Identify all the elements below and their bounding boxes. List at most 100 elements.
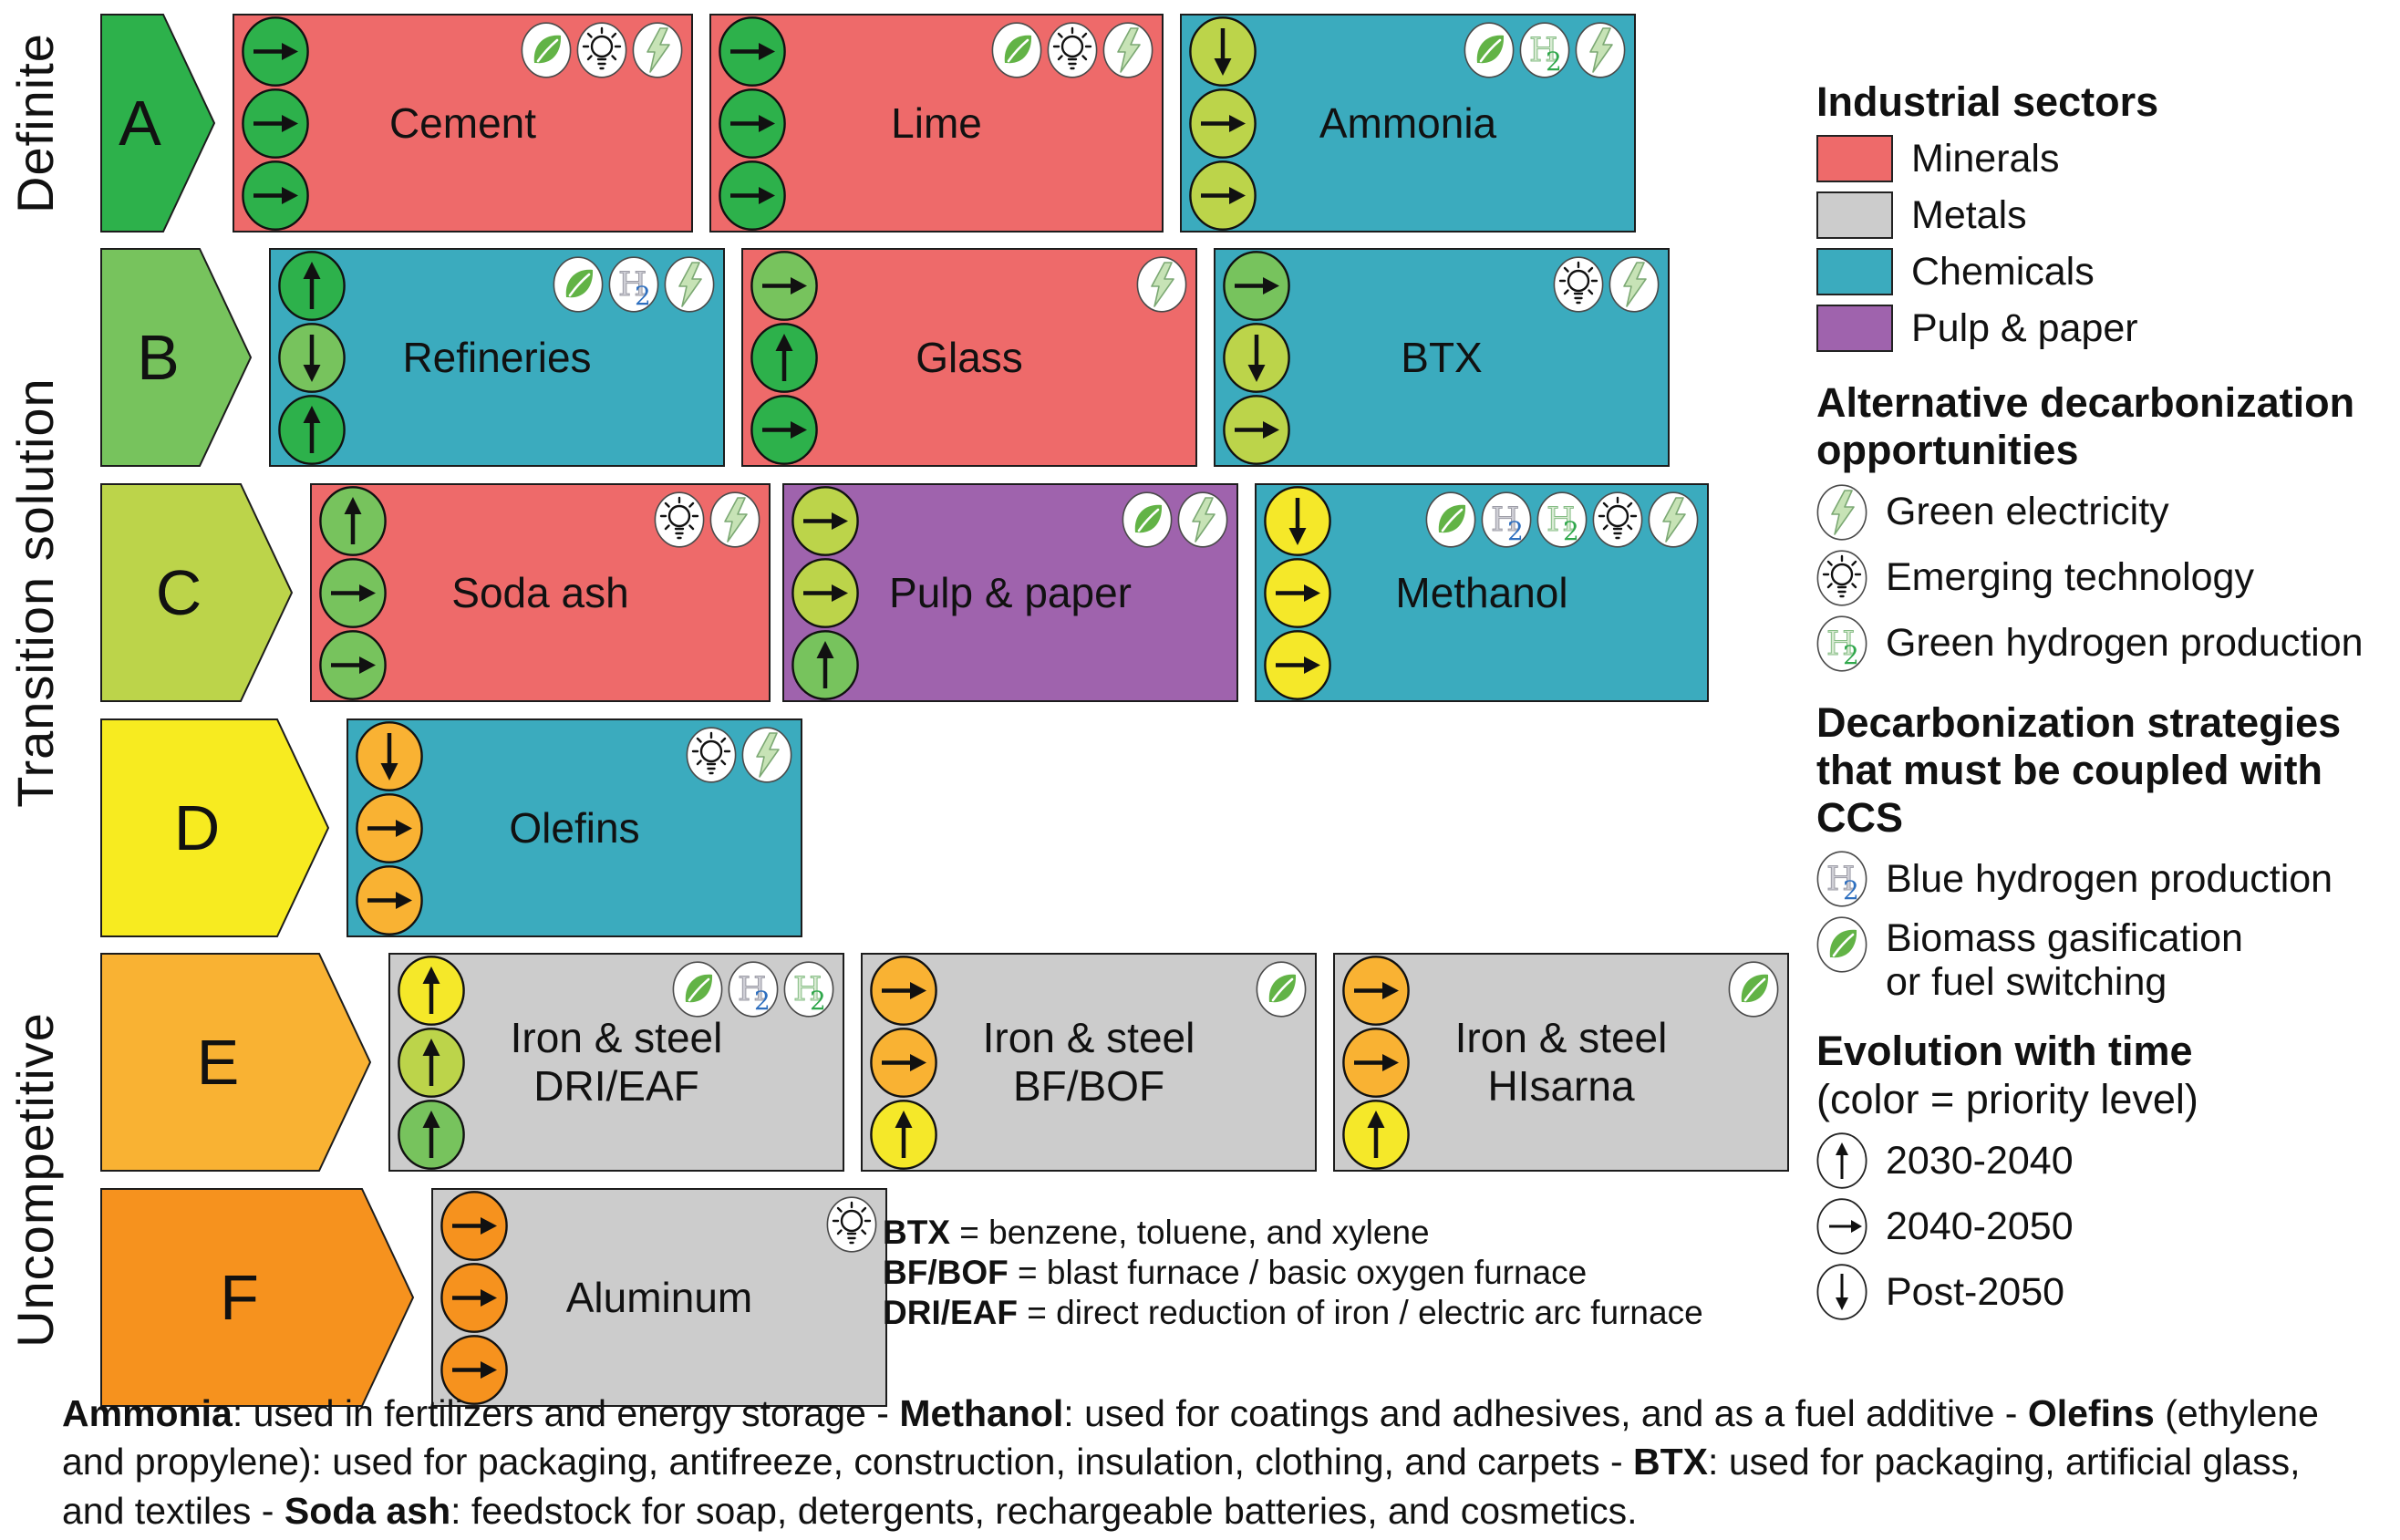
box-label-line: Aluminum <box>565 1273 753 1321</box>
footnote-text: : used for coatings and adhesives, and a… <box>1063 1392 2028 1434</box>
leaf-icon <box>672 961 723 1018</box>
svg-text:2: 2 <box>1843 640 1859 670</box>
definition-line: DRI/EAF = direct reduction of iron / ele… <box>883 1294 1703 1332</box>
opportunity-icons <box>826 1196 877 1253</box>
legend-alt-title: Alternative decarbonization opportunitie… <box>1816 379 2400 474</box>
evolution-arrow-right-icon <box>870 956 937 1026</box>
priority-circles <box>278 251 346 465</box>
legend-ccs-title: Decarbonization strategies that must be … <box>1816 699 2400 842</box>
box-label-line: HIsarna <box>1487 1062 1635 1110</box>
legend-sector-metals: Metals <box>1816 191 2400 240</box>
box-label-line: DRI/EAF <box>533 1062 699 1110</box>
evolution-arrow-right-icon <box>242 160 309 231</box>
legend-time-subtitle: (color = priority level) <box>1816 1075 2198 1122</box>
definition-line: BF/BOF = blast furnace / basic oxygen fu… <box>883 1254 1588 1292</box>
leaf-icon <box>1464 22 1515 78</box>
bolt-icon <box>664 256 715 313</box>
sector-color-swatch <box>1816 191 1893 240</box>
box-label-line: Lime <box>891 98 982 147</box>
evolution-arrow-right-icon <box>1189 160 1257 231</box>
legend-item-2040-2050: 2040-2050 <box>1816 1198 2400 1255</box>
row-letter-f: F <box>220 1262 259 1333</box>
evolution-arrow-up-icon <box>398 1100 465 1170</box>
bolt-icon <box>1575 22 1626 78</box>
box-label-pulp-paper: Pulp & paper <box>784 485 1236 700</box>
evolution-arrow-right-icon <box>242 88 309 159</box>
evolution-arrow-right-icon <box>791 486 859 556</box>
priority-circles <box>356 721 423 935</box>
bulb-icon <box>686 727 737 783</box>
evolution-arrow-right-icon <box>440 1335 508 1405</box>
row-letter-e: E <box>196 1027 240 1098</box>
evolution-arrow-right-icon <box>1264 558 1331 628</box>
bulb-icon <box>576 22 627 78</box>
footnote-term: Olefins <box>2027 1392 2155 1434</box>
bulb-icon <box>1816 549 1867 606</box>
leaf-icon <box>1816 916 1867 973</box>
opportunity-icons <box>686 727 792 783</box>
legend-time-title: Evolution with time <box>1816 1028 2193 1075</box>
box-label-line: Iron & steel <box>982 1014 1195 1062</box>
priority-circles <box>1223 251 1290 465</box>
legend-item-label: Metals <box>1911 193 2027 238</box>
bolt-icon <box>632 22 683 78</box>
box-soda-ash: Soda ash <box>310 483 771 702</box>
legend-item-label: 2030-2040 <box>1886 1138 2074 1183</box>
legend-item-label: Biomass gasification or fuel switching <box>1886 916 2243 1005</box>
definition-line: BTX = benzene, toluene, and xylene <box>883 1214 1430 1251</box>
row-chevron-f: F <box>100 1188 415 1407</box>
group-label-uncompetitive: Uncompetitive <box>5 1012 64 1348</box>
priority-circles <box>1264 486 1331 700</box>
evolution-arrow-up-icon <box>750 323 818 393</box>
bolt-icon <box>1609 256 1660 313</box>
leaf-icon <box>1425 491 1476 548</box>
box-label-cement: Cement <box>234 16 691 231</box>
priority-circles <box>1189 16 1257 231</box>
box-pulp-paper: Pulp & paper <box>782 483 1238 702</box>
box-label-line: Glass <box>916 333 1023 381</box>
legend-item-label: Blue hydrogen production <box>1886 857 2333 902</box>
definition-term: BTX <box>883 1214 950 1251</box>
box-glass: Glass <box>741 248 1197 467</box>
evolution-arrow-right-icon <box>1223 395 1290 465</box>
evolution-arrow-up-icon <box>398 1028 465 1098</box>
legend-sectors-title: Industrial sectors <box>1816 78 2159 125</box>
sector-color-swatch <box>1816 305 1893 353</box>
svg-text:2: 2 <box>1843 875 1859 905</box>
row-letter-c: C <box>155 557 202 628</box>
svg-text:2: 2 <box>1507 516 1524 546</box>
evolution-arrow-up-icon <box>278 251 346 321</box>
box-label-line: Ammonia <box>1319 98 1497 147</box>
evolution-arrow-right-icon <box>719 88 786 159</box>
svg-text:H: H <box>618 266 647 304</box>
box-label-refineries: Refineries <box>271 250 723 465</box>
bolt-icon <box>709 491 760 548</box>
box-label-line: Iron & steel <box>1454 1014 1668 1062</box>
definition-term: DRI/EAF <box>883 1294 1018 1332</box>
priority-circles <box>319 486 387 700</box>
legend-item-green-electricity: Green electricity <box>1816 483 2400 541</box>
evolution-arrow-right-icon <box>719 16 786 87</box>
legend-item-label: Minerals <box>1911 137 2060 181</box>
box-label-line: Soda ash <box>451 568 629 616</box>
box-label-aluminum: Aluminum <box>433 1190 885 1405</box>
priority-circles <box>719 16 786 231</box>
